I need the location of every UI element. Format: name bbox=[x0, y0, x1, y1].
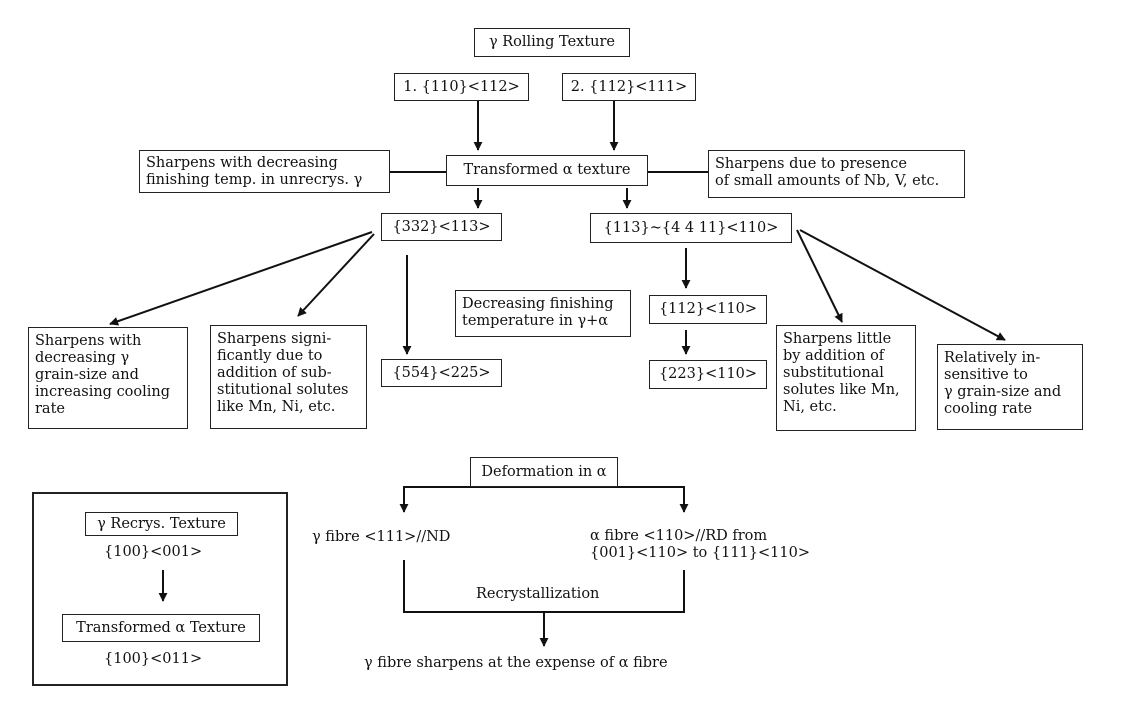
gamma-rolling-texture-title: γ Rolling Texture bbox=[474, 28, 630, 57]
texture-554-225: {554}<225> bbox=[381, 359, 502, 387]
decreasing-finishing-temp-note: Decreasing finishing temperature in γ+α bbox=[455, 290, 631, 337]
arrow-332-to-note2 bbox=[297, 233, 375, 317]
left-note-substitutional: Sharpens signi- ficantly due to addition… bbox=[210, 325, 367, 429]
right-note-substitutional: Sharpens little by addition of substitut… bbox=[776, 325, 916, 431]
gamma-recrys-texture-title: γ Recrys. Texture bbox=[85, 512, 238, 536]
gamma-fibre-label: γ fibre <111>//ND bbox=[312, 529, 451, 545]
texture-223-110: {223}<110> bbox=[649, 360, 767, 389]
deformation-in-alpha: Deformation in α bbox=[470, 457, 618, 487]
texture-component-2: 2. {112}<111> bbox=[562, 73, 696, 101]
left-note-grain-size: Sharpens with decreasing γ grain-size an… bbox=[28, 327, 188, 429]
gamma-fibre-sharpens-result: γ fibre sharpens at the expense of α fib… bbox=[364, 655, 668, 671]
deformation-branch-line bbox=[403, 486, 685, 508]
texture-112-110: {112}<110> bbox=[649, 295, 767, 324]
right-note-insensitive: Relatively in- sensitive to γ grain-size… bbox=[937, 344, 1083, 430]
recrys-texture-panel bbox=[32, 492, 288, 686]
texture-component-1: 1. {110}<112> bbox=[394, 73, 529, 101]
texture-113-4411-110: {113}~{4 4 11}<110> bbox=[590, 213, 792, 243]
left-sharpens-note: Sharpens with decreasing finishing temp.… bbox=[139, 150, 390, 193]
recrys-component-100-001: {100}<001> bbox=[104, 544, 203, 560]
transformed-alpha-texture: Transformed α texture bbox=[446, 155, 648, 186]
alpha-fibre-label: α fibre <110>//RD from {001}<110> to {11… bbox=[590, 528, 810, 561]
texture-332-113: {332}<113> bbox=[381, 213, 502, 241]
arrow-113-to-note2 bbox=[799, 229, 1006, 341]
right-sharpens-note: Sharpens due to presence of small amount… bbox=[708, 150, 965, 198]
arrow-332-to-note1 bbox=[109, 231, 373, 326]
arrow-113-to-note1 bbox=[796, 229, 843, 323]
recrys-component-100-011: {100}<011> bbox=[104, 651, 203, 667]
transformed-alpha-texture-recrys: Transformed α Texture bbox=[62, 614, 260, 642]
recrystallization-label: Recrystallization bbox=[476, 586, 600, 602]
